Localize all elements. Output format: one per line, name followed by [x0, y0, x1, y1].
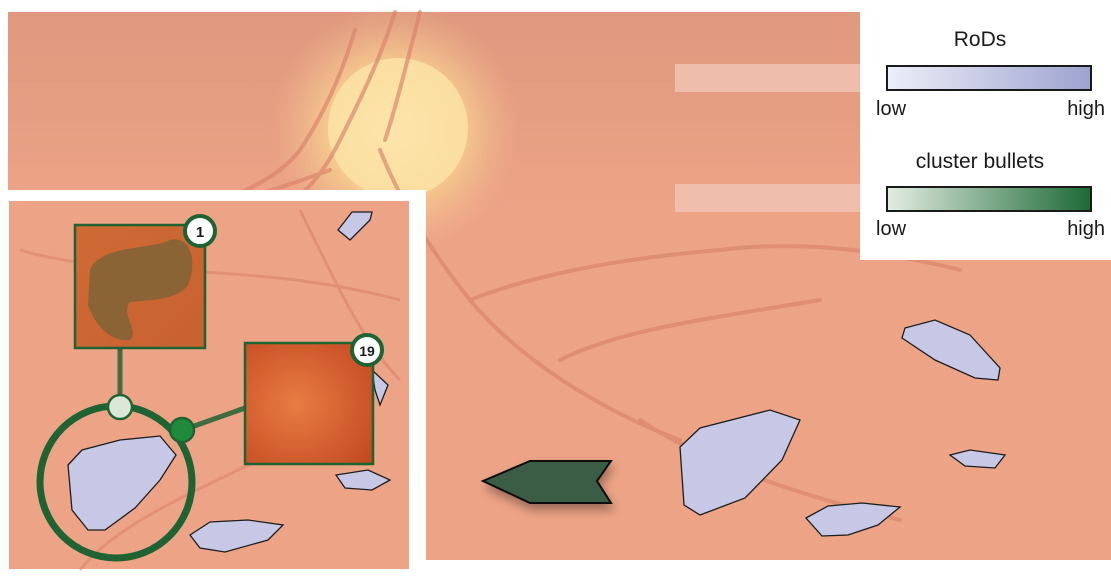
legend-cluster-low: low [876, 218, 906, 241]
legend-cluster-gradient [886, 186, 1092, 212]
legend-rods-title: RoDs [860, 28, 1100, 52]
legend-cluster-high: high [1067, 218, 1105, 241]
legend-cluster-title: cluster bullets [860, 150, 1100, 174]
legend-rods-gradient [886, 65, 1092, 91]
legend-rods-low: low [876, 98, 906, 121]
legend-panel: RoDs low high cluster bullets low high [860, 10, 1111, 260]
thumbnail-19-badge: 19 [352, 335, 382, 365]
legend-rods-high: high [1067, 98, 1105, 121]
inset-panel: 1 19 [0, 190, 426, 582]
highlight-band-bottom [675, 184, 860, 212]
thumbnail-1-badge-label: 1 [196, 224, 204, 241]
cluster-bullet-low[interactable] [108, 395, 132, 419]
thumbnail-19-badge-label: 19 [359, 343, 375, 359]
cluster-bullet-high[interactable] [170, 418, 194, 442]
optic-disc [328, 58, 468, 198]
highlight-band-top [675, 64, 860, 92]
thumbnail-19[interactable] [245, 343, 373, 464]
thumbnail-1-badge: 1 [185, 216, 215, 246]
